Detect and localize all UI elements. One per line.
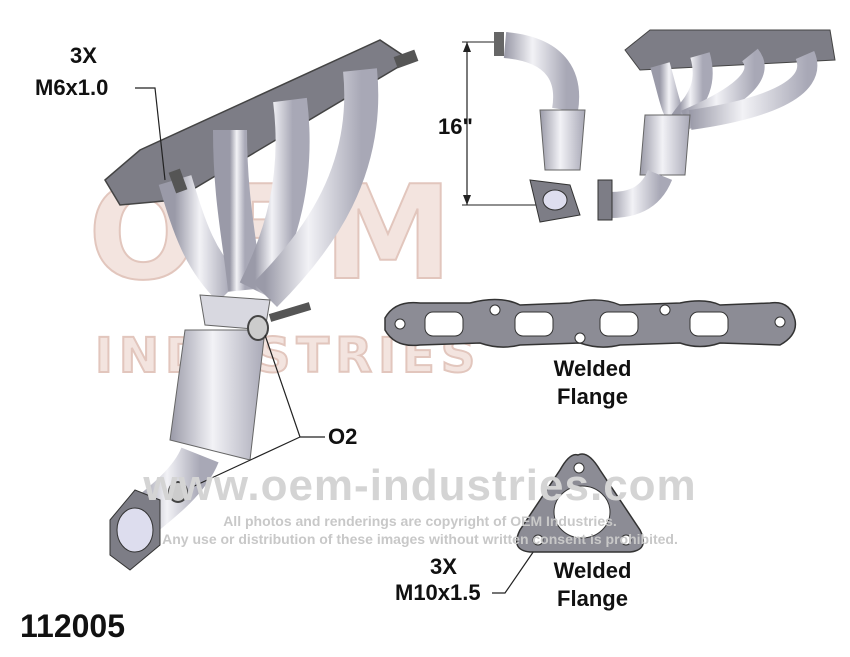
bottom-stud-qty-label: 3X <box>430 554 457 579</box>
side-view-manifold <box>494 32 586 223</box>
watermark-copyright-2: Any use or distribution of these images … <box>162 531 678 547</box>
top-stud-qty-label: 3X <box>70 43 97 68</box>
welded-flange-label-4: Flange <box>557 586 628 611</box>
triangle-flange <box>515 453 645 553</box>
watermark-copyright-1: All photos and renderings are copyright … <box>223 513 617 529</box>
welded-flange-label-3: Welded <box>553 558 632 583</box>
top-stud-size-label: M6x1.0 <box>35 75 109 100</box>
welded-flange-label-2: Flange <box>557 384 628 409</box>
bottom-stud-size-label: M10x1.5 <box>395 580 481 605</box>
welded-flange-gasket <box>384 298 797 348</box>
welded-flange-label-1: Welded <box>553 356 632 381</box>
length-dimension-label: 16" <box>438 114 473 139</box>
main-manifold <box>104 39 419 571</box>
dimension-16in <box>462 41 540 206</box>
o2-sensor-label: O2 <box>328 424 358 449</box>
watermark-url: www.oem-industries.com <box>143 461 697 510</box>
part-number: 112005 <box>20 608 126 644</box>
iso-view-manifold <box>597 29 836 221</box>
